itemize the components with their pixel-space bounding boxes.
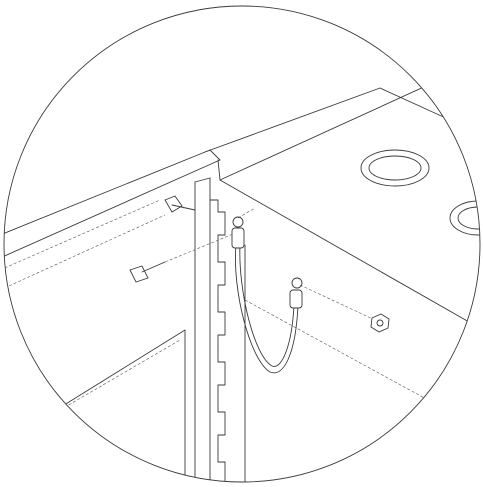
rack-upright-rail (39, 177, 480, 482)
detail-circle-frame (3, 5, 481, 483)
screw (129, 195, 239, 283)
cable-entry-hole (360, 149, 480, 236)
nut (370, 313, 390, 333)
rack-top-panel (4, 59, 480, 331)
ground-wire (234, 244, 299, 374)
ring-terminal (231, 207, 376, 321)
